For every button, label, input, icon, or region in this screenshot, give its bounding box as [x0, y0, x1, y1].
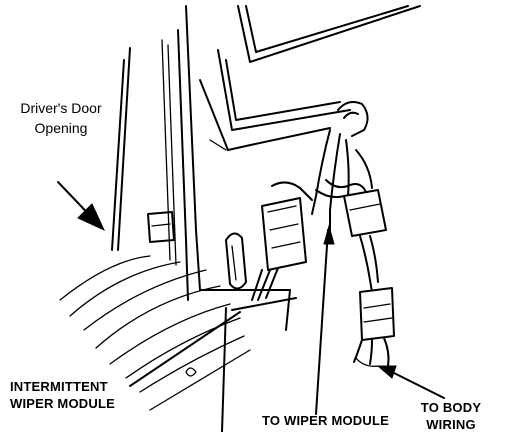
door-opening-label: Driver's Door Opening: [6, 98, 116, 138]
upper-panel: [199, 5, 421, 151]
body-wiring-line-1: TO BODY: [420, 400, 482, 415]
slot-opening: [225, 232, 247, 290]
wiper-module-connector: [251, 181, 313, 301]
intermittent-wiper-module-label: INTERMITTENT WIPER MODULE: [10, 378, 115, 412]
sheet-metal-curves: [59, 255, 297, 433]
door-opening-line-1: Driver's Door: [20, 100, 102, 116]
body-wiring-line-2: WIRING: [426, 417, 476, 432]
to-wiper-module-label: TO WIPER MODULE: [262, 413, 389, 428]
door-opening-arrow: [57, 181, 106, 232]
latch-bracket: [147, 211, 175, 243]
wiring-harness: [311, 101, 395, 367]
leader-lines: [129, 224, 445, 415]
to-body-wiring-label: TO BODY WIRING: [414, 399, 488, 433]
wiper-module-line-1: INTERMITTENT: [10, 379, 108, 394]
wiper-module-line-2: WIPER MODULE: [10, 396, 115, 411]
door-pillar: [111, 5, 201, 301]
door-opening-line-2: Opening: [34, 120, 88, 136]
